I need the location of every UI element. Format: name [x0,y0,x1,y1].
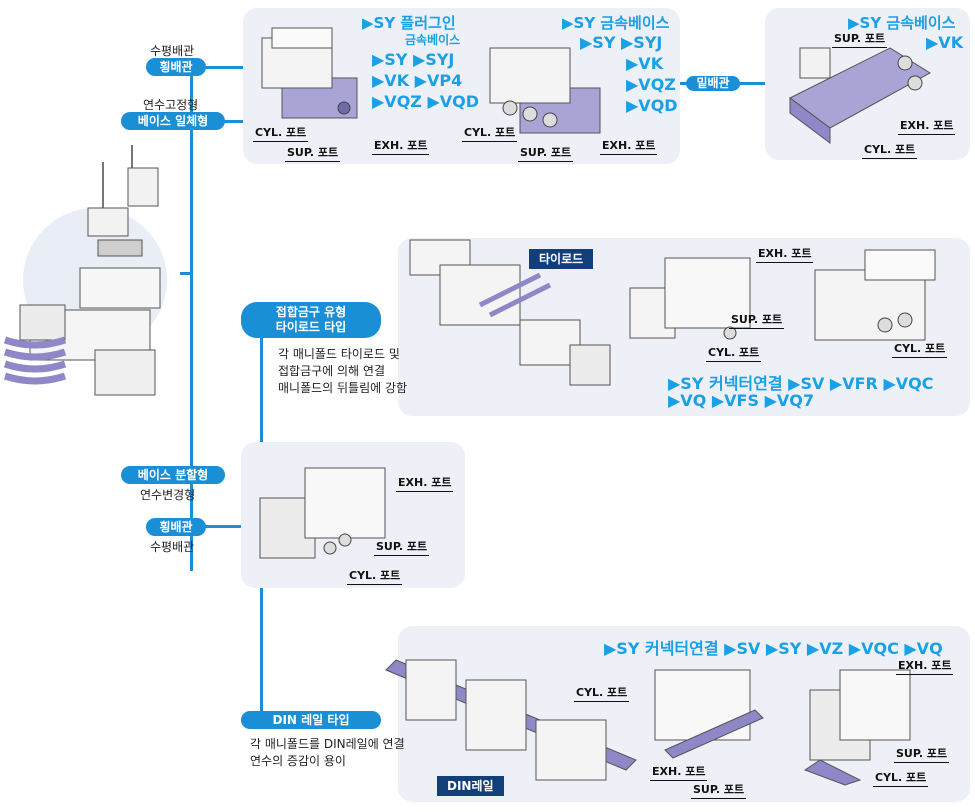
connector-line [180,272,192,275]
sup-port-label: SUP. 포트 [691,781,747,799]
series-sy-metal-base: ▶SY 금속베이스 [562,14,670,32]
din-rail-exploded-illustration [385,659,637,781]
din-manifold-illustration [654,669,764,759]
cyl-port-label: CYL. 포트 [253,124,309,142]
connector-line [260,330,263,445]
exploded-manifold-illustration [3,145,167,396]
series-sy-plugin: ▶SY 플러그인 [362,14,456,32]
series-vqz: ▶VQZ [626,75,676,94]
sup-port-label: SUP. 포트 [518,144,574,162]
cyl-port-label: CYL. 포트 [706,344,762,362]
din-rail-description: 각 매니폴드를 DIN레일에 연결 연수의 증감이 용이 [250,737,405,768]
series-vk-2: ▶VK [926,33,964,52]
bottom-piping-pill[interactable]: 밑배관 [686,76,740,91]
series-vk-vp4: ▶VK ▶VP4 [372,71,463,90]
base-integrated-pill[interactable]: 베이스 일체형 [121,112,225,130]
split-manifold-illustration [259,467,386,559]
tie-rod-tag: 타이로드 [529,249,594,269]
cyl-port-label: CYL. 포트 [347,567,403,585]
series-vk: ▶VK [626,54,664,73]
series-metal-base: 금속베이스 [405,33,461,47]
tie-rod-pill[interactable]: 접합금구 유형 타이로드 타입 [241,302,381,338]
exh-port-label: EXH. 포트 [600,137,658,155]
connector-line [190,66,193,571]
cyl-port-label: CYL. 포트 [462,124,518,142]
sup-port-label: SUP. 포트 [729,311,785,329]
cyl-port-label: CYL. 포트 [574,684,630,702]
series-vqd: ▶VQD [626,96,678,115]
connector-line [190,525,245,528]
horizontal-piping-pill[interactable]: 횡배관 [146,58,206,76]
series-vqz-vqd: ▶VQZ ▶VQD [372,92,480,111]
horizontal-piping-pill-2[interactable]: 횡배관 [146,518,206,536]
series-sy-syj-2: ▶SY ▶SYJ [580,33,663,52]
sup-port-label: SUP. 포트 [894,745,950,763]
connector-line [190,66,245,69]
cyl-port-label: CYL. 포트 [892,340,948,358]
tie-rod-series-row1: ▶SY 커넥터연결 ▶SV ▶VFR ▶VQC [668,374,934,393]
bottom-piping-manifold-illustration [789,47,931,144]
din-rail-tag: DIN레일 [437,776,504,796]
cyl-port-label: CYL. 포트 [862,141,918,159]
tie-rod-pill-line2: 타이로드 타입 [275,320,347,334]
plugin-manifold-illustration [261,27,358,119]
sup-port-label: SUP. 포트 [285,144,341,162]
din-series: ▶SY 커넥터연결 ▶SV ▶SY ▶VZ ▶VQC ▶VQ [604,639,943,658]
base-split-pill[interactable]: 베이스 분할형 [121,466,225,484]
tie-rod-pill-line1: 접합금구 유형 [275,305,347,319]
tie-rod-manifold-illustration [814,249,936,341]
exh-port-label: EXH. 포트 [898,117,956,135]
sup-port-label: SUP. 포트 [832,30,888,48]
din-rail-pill[interactable]: DIN 레일 타입 [241,711,381,729]
fixed-station-caption: 연수고정형 [143,98,199,112]
exh-port-label: EXH. 포트 [396,474,454,492]
din-manifold-illustration-2 [803,669,911,786]
cyl-port-label: CYL. 포트 [873,769,929,787]
tie-rod-description: 각 매니폴드 타이로드 및 접합금구에 의해 연결 매니폴드의 뒤틀림에 강함 [278,347,408,395]
horizontal-piping-caption: 수평배관 [150,44,195,58]
exh-port-label: EXH. 포트 [650,763,708,781]
series-sy-metal-base-2: ▶SY 금속베이스 [848,14,956,32]
tie-rod-exploded-illustration [409,239,611,386]
connector-line [260,588,263,720]
exh-port-label: EXH. 포트 [896,657,954,675]
exh-port-label: EXH. 포트 [372,137,430,155]
series-sy-syj: ▶SY ▶SYJ [372,50,455,69]
connector-manifold-illustration [629,257,751,340]
variable-station-caption: 연수변경형 [140,488,196,502]
horizontal-piping-caption-2: 수평배관 [150,540,195,554]
metal-base-manifold-illustration [489,47,601,134]
sup-port-label: SUP. 포트 [374,538,430,556]
tie-rod-series-row2: ▶VQ ▶VFS ▶VQ7 [668,391,814,410]
exh-port-label: EXH. 포트 [756,245,814,263]
